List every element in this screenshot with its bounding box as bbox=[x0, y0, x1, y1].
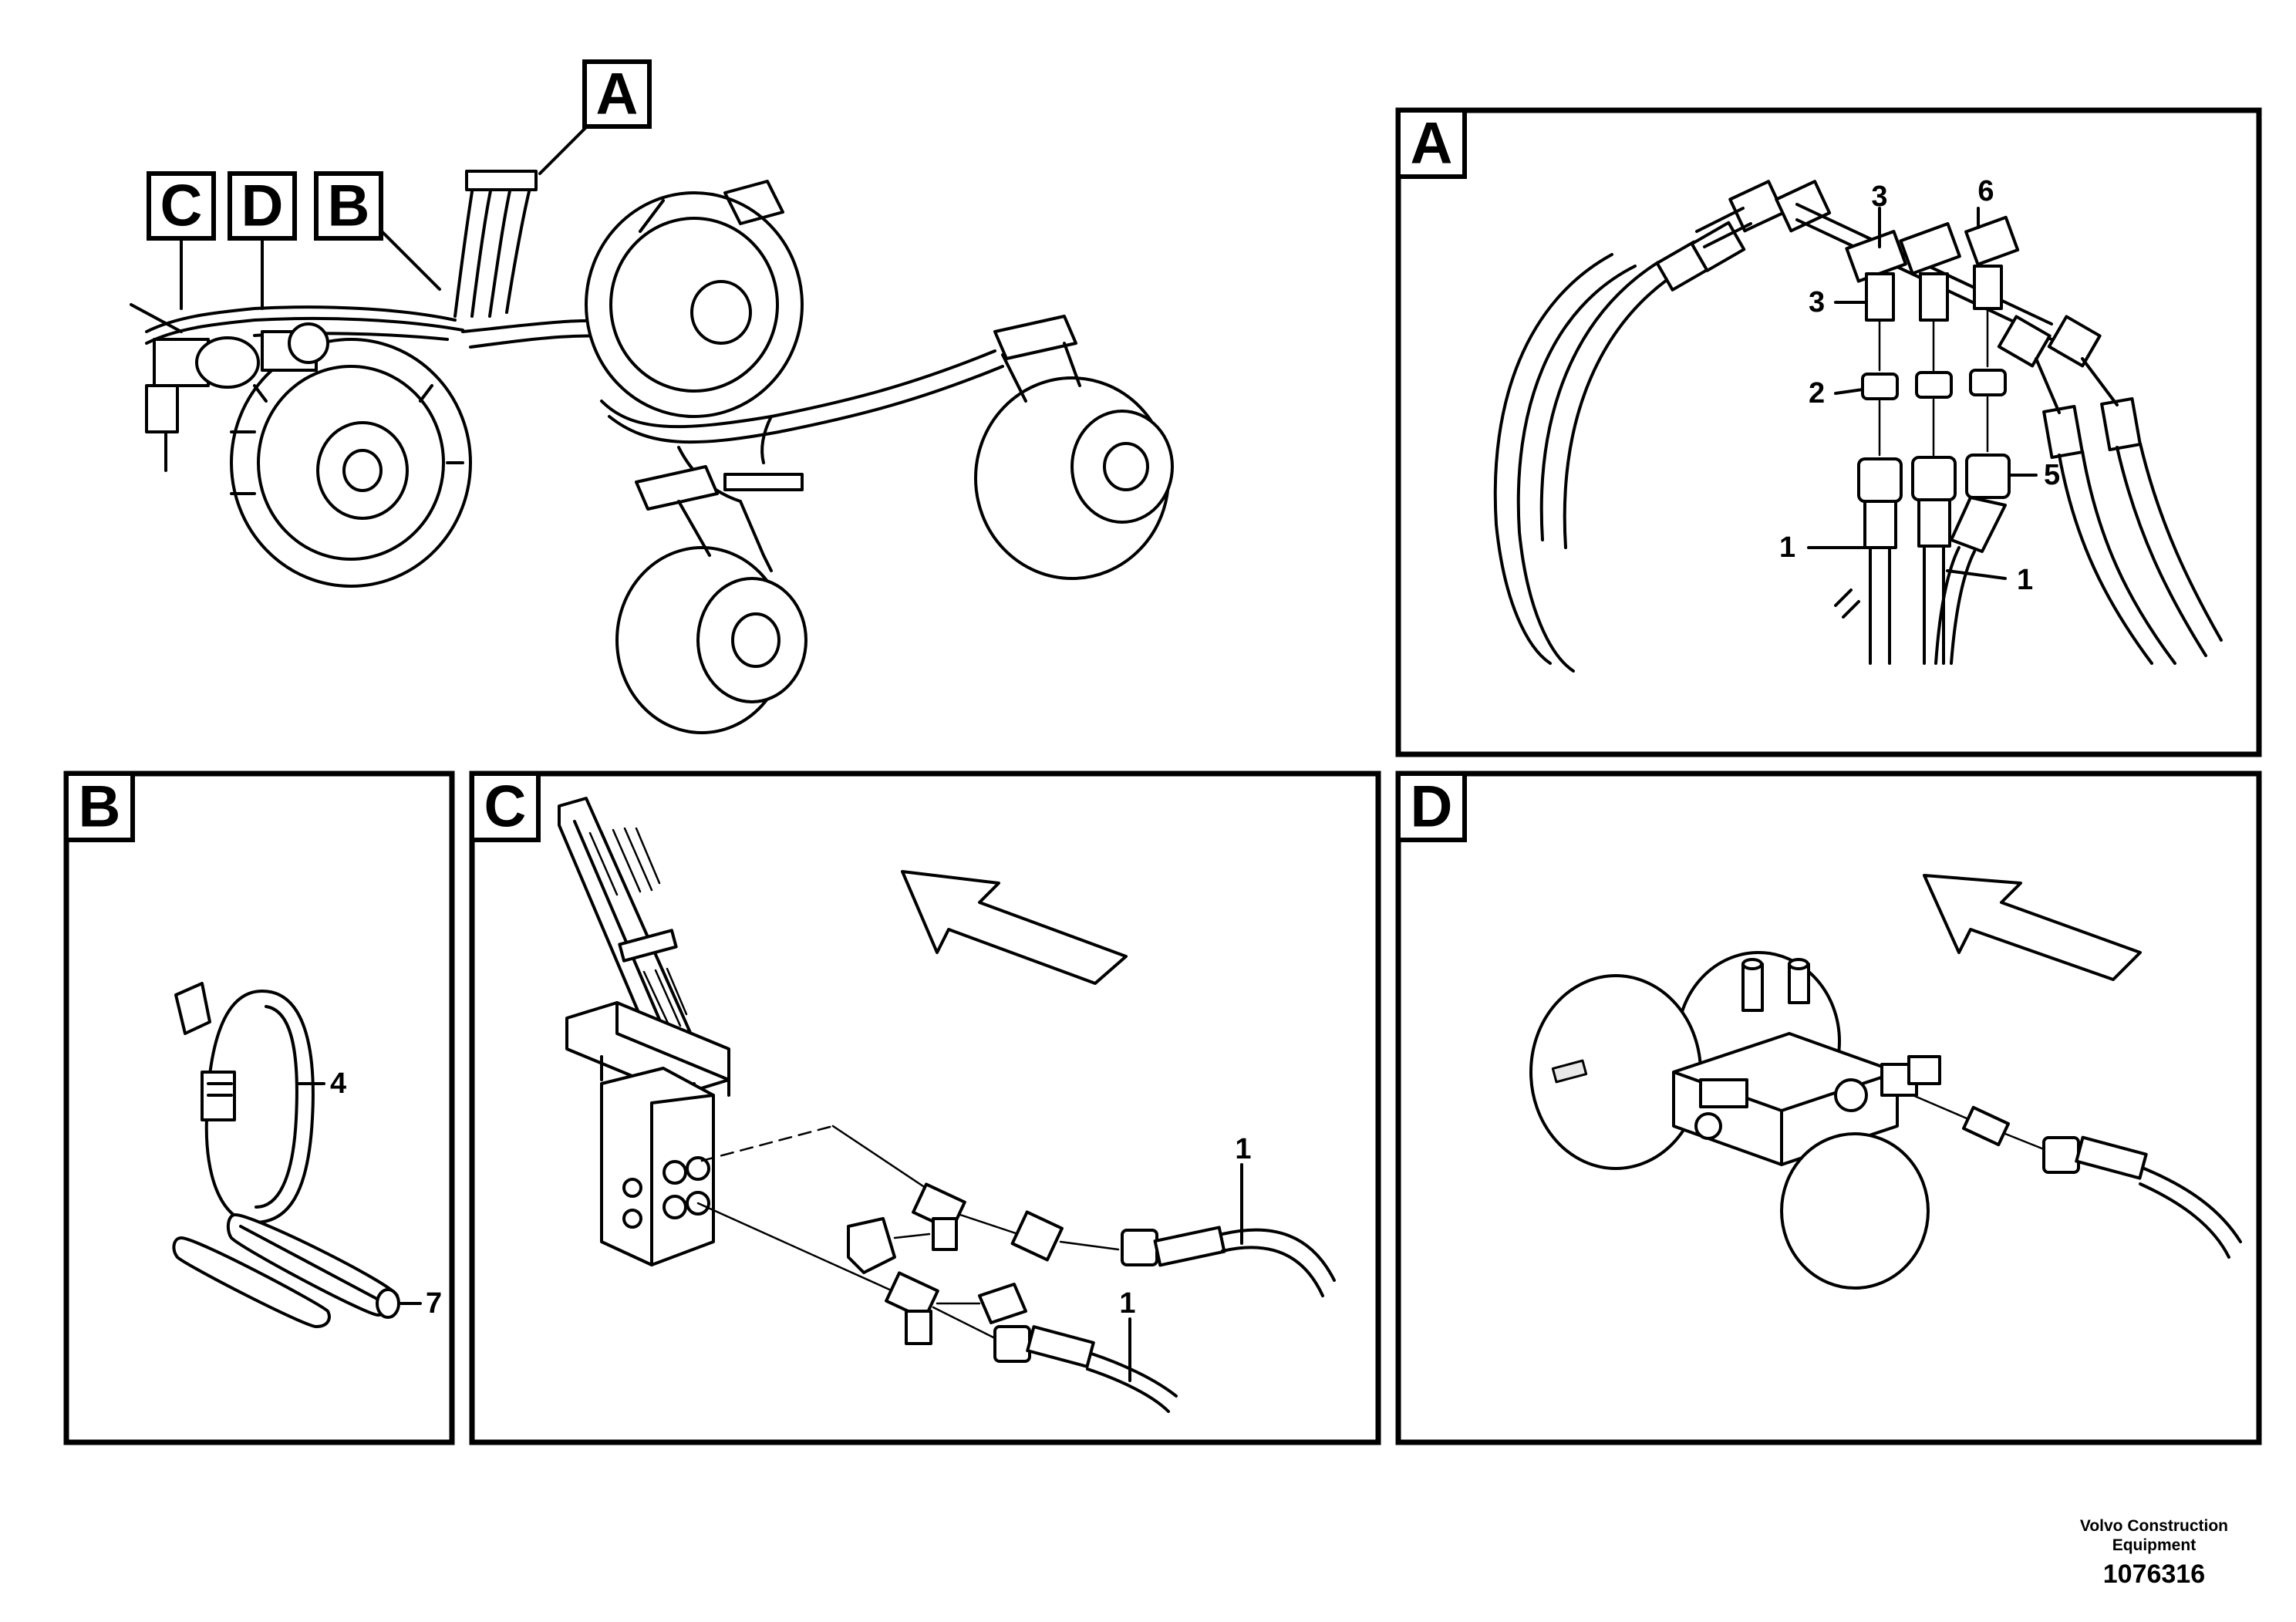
detail-panel-c: C bbox=[469, 771, 1381, 1445]
brake-pedal bbox=[558, 797, 730, 1266]
panel-a-label: A bbox=[1411, 111, 1453, 177]
panel-a-item-1-left: 1 bbox=[1779, 531, 1795, 564]
callout-b-label: B bbox=[328, 174, 370, 239]
document-number: 1076316 bbox=[2102, 1560, 2206, 1589]
callout-b: B bbox=[314, 171, 441, 291]
footer: Volvo Construction Equipment 1076316 bbox=[2080, 1516, 2228, 1590]
panel-a-item-1-right: 1 bbox=[2017, 564, 2033, 596]
wheel-hub-rear-right bbox=[974, 315, 1174, 580]
panel-a-item-6: 6 bbox=[1977, 175, 1994, 207]
callout-c: C bbox=[147, 171, 216, 310]
panel-a-item-2: 2 bbox=[1809, 377, 1825, 410]
panel-b-item-7: 7 bbox=[426, 1287, 442, 1320]
brand-line-2: Equipment bbox=[2112, 1536, 2197, 1554]
panel-c-label: C bbox=[484, 774, 527, 840]
overview-assembly bbox=[130, 170, 1174, 734]
brake-accumulator-block bbox=[1529, 951, 1941, 1290]
direction-arrow-icon bbox=[901, 870, 1128, 985]
detail-panel-b: B 4 7 bbox=[63, 771, 455, 1445]
panel-b-item-4: 4 bbox=[330, 1067, 346, 1100]
panel-d-label: D bbox=[1411, 774, 1453, 840]
wheel-hub-rear-left bbox=[615, 465, 807, 734]
edge-strip-item-7 bbox=[172, 1213, 400, 1328]
panel-c-item-1-bottom: 1 bbox=[1119, 1287, 1135, 1320]
callout-d: D bbox=[228, 171, 297, 310]
callout-a-label: A bbox=[596, 62, 639, 127]
panel-b-label: B bbox=[79, 774, 121, 840]
hose-clamp bbox=[465, 170, 538, 191]
panel-a-item-3-top: 3 bbox=[1871, 180, 1887, 213]
brake-valve-cluster bbox=[130, 303, 329, 472]
callout-a: A bbox=[538, 59, 652, 175]
direction-arrow-icon bbox=[1923, 874, 2142, 981]
panel-c-item-1-top: 1 bbox=[1235, 1133, 1251, 1165]
wheel-hub-left bbox=[230, 338, 472, 588]
brand-line-1: Volvo Construction bbox=[2079, 1517, 2228, 1535]
detail-panel-d: D bbox=[1395, 771, 2262, 1445]
panel-a-item-3-left: 3 bbox=[1809, 286, 1825, 319]
callout-c-label: C bbox=[160, 174, 203, 239]
strap-item-4 bbox=[174, 982, 315, 1224]
wheel-hub-front-right bbox=[585, 180, 804, 418]
detail-panel-a: A bbox=[1395, 107, 2262, 757]
panel-a-item-5: 5 bbox=[2044, 459, 2060, 491]
callout-d-label: D bbox=[241, 174, 284, 239]
